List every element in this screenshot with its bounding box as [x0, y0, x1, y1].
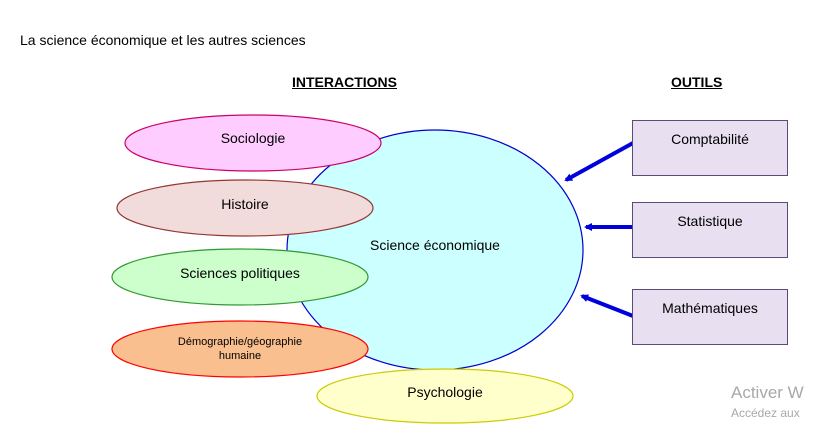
interaction-demographie: Démographie/géographie humaine: [111, 320, 369, 378]
sociologie-ellipse: [124, 114, 382, 172]
histoire-ellipse: [116, 179, 374, 237]
tool-comptabilite-label: Comptabilité: [671, 131, 749, 147]
tool-mathematiques: Mathématiques: [632, 289, 788, 345]
activation-watermark-title: Activer W: [731, 383, 804, 402]
sociologie-label: Sociologie: [221, 130, 286, 146]
sciences-politiques-label: Sciences politiques: [180, 265, 300, 281]
demographie-ellipse: [111, 320, 369, 378]
demographie-label-line1: Démographie/géographie: [178, 336, 302, 348]
tool-statistique-label: Statistique: [677, 213, 743, 229]
arrow-comptabilite: [564, 141, 634, 182]
interaction-sciences-politiques: Sciences politiques: [111, 248, 369, 306]
science-economique-label: Science économique: [370, 237, 500, 253]
outils-header: OUTILS: [671, 74, 723, 90]
demographie-label-line2: humaine: [219, 350, 261, 362]
histoire-label: Histoire: [221, 196, 269, 212]
tool-comptabilite: Comptabilité: [632, 120, 788, 176]
arrow-mathematiques: [580, 294, 634, 318]
page-title: La science économique et les autres scie…: [20, 32, 306, 48]
interaction-histoire: Histoire: [116, 179, 374, 237]
interaction-sociologie: Sociologie: [124, 114, 382, 172]
tool-mathematiques-label: Mathématiques: [662, 300, 758, 316]
activation-watermark-subtitle: Accédez aux: [731, 406, 800, 420]
psychologie-ellipse: [316, 368, 574, 424]
tool-statistique: Statistique: [632, 202, 788, 258]
sciences-politiques-ellipse: [111, 248, 369, 306]
psychologie-label: Psychologie: [407, 384, 483, 400]
interaction-psychologie: Psychologie: [316, 368, 574, 424]
interactions-header: INTERACTIONS: [292, 74, 397, 90]
